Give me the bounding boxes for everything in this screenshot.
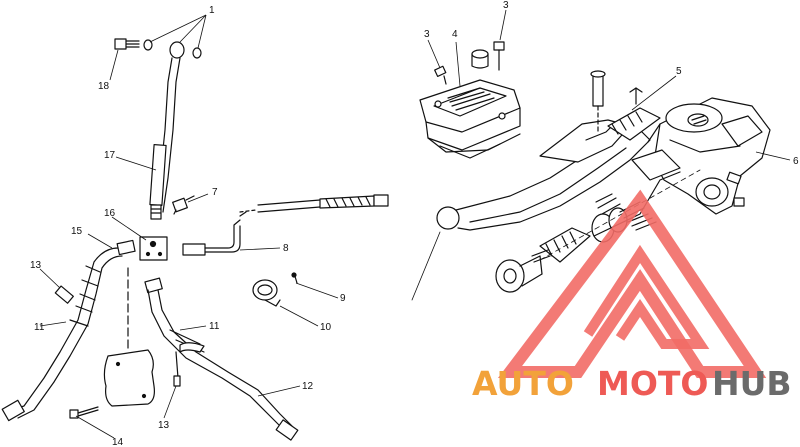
watermark-triangle [497,189,767,378]
mounting-plate [103,349,155,407]
callout-10: 10 [320,322,332,333]
cap-plug [471,49,489,69]
banjo-bolt-18 [114,38,140,50]
watermark-moto: MOTO [597,364,708,403]
callout-6: 6 [793,156,799,167]
banjo-fitting [169,41,185,59]
callout-14: 14 [112,437,124,447]
screw-9 [291,272,298,284]
rear-brake-line [257,194,389,213]
bolt-14 [69,406,99,419]
callout-3a: 3 [424,29,430,40]
junction-block-16 [139,236,168,261]
reservoir-cover-4 [419,79,521,159]
callout-13a: 13 [30,260,42,271]
hose-clamp-10 [252,279,281,307]
dust-boot [531,227,591,263]
watermark-hub: HUB [712,364,792,403]
callout-11b: 11 [209,321,220,332]
callout-16: 16 [104,208,116,219]
rear-brake-hose-8 [182,209,257,256]
callout-17: 17 [104,150,116,161]
callout-15: 15 [71,226,83,237]
callout-8: 8 [283,243,289,254]
callout-3b: 3 [503,0,509,11]
screw-3a [434,65,447,85]
leader-lines-left [39,14,339,439]
brake-switch-2 [172,195,195,215]
callout-12: 12 [302,381,314,392]
callout-13b: 13 [158,420,170,431]
watermark-inner-mark [583,244,710,349]
master-cylinder-body [607,97,771,215]
pushrod-end [495,255,543,293]
dashed-axis-right [539,169,701,261]
screw-3b [493,41,505,71]
watermark-auto: AUTO [472,364,574,403]
watermark-logo: AUTO MOTO HUB [472,189,792,403]
lever-centerline [411,231,441,301]
pivot-pin [590,70,643,133]
callout-2: 7 [212,187,218,198]
callout-18: 18 [98,81,110,92]
callout-11a: 11 [34,322,45,333]
brake-line-assembly [1,38,389,441]
washer-1b [192,47,202,59]
left-front-hose [1,239,136,422]
callout-1: 1 [209,5,215,16]
callout-labels: 1 7 3 3 4 5 6 8 9 10 11 11 12 13 13 14 1… [30,0,799,447]
upper-brake-hose-17 [149,57,181,220]
master-cylinder-assembly [411,41,771,301]
callout-5: 5 [676,66,682,77]
right-front-hose [144,277,299,441]
leader-lines-right [427,9,791,161]
washer-1a [143,39,153,51]
callout-4: 4 [452,29,458,40]
callout-9: 9 [340,293,346,304]
